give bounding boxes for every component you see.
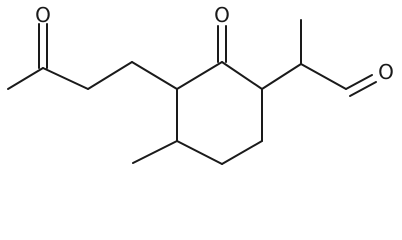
bond-ring-c1-c2 [176,61,223,90]
bond-aldehyde-double-a [345,74,373,90]
bond-ring-methyl [132,140,178,164]
bond-chain-c2-c3 [87,61,133,90]
bond-chain-c3-ring [131,61,178,90]
bond-ring-c2-c3 [221,61,263,90]
bond-side-ch-cho [300,63,347,90]
bond-ring-c4-c5 [221,140,263,165]
chemical-structure: O O O [7,3,394,165]
bond-side-ring-ch [261,63,302,90]
bond-chain-carbonyl-c2 [42,67,89,90]
bond-aldehyde-double-b [349,81,377,97]
atom-label-o-ring-ketone: O [214,3,230,27]
atom-label-o-aldehyde: O [378,60,394,84]
bond-chain-methyl [7,67,44,90]
atom-label-o-ketone-chain: O [35,3,51,27]
bond-ring-c5-c6 [176,140,223,165]
